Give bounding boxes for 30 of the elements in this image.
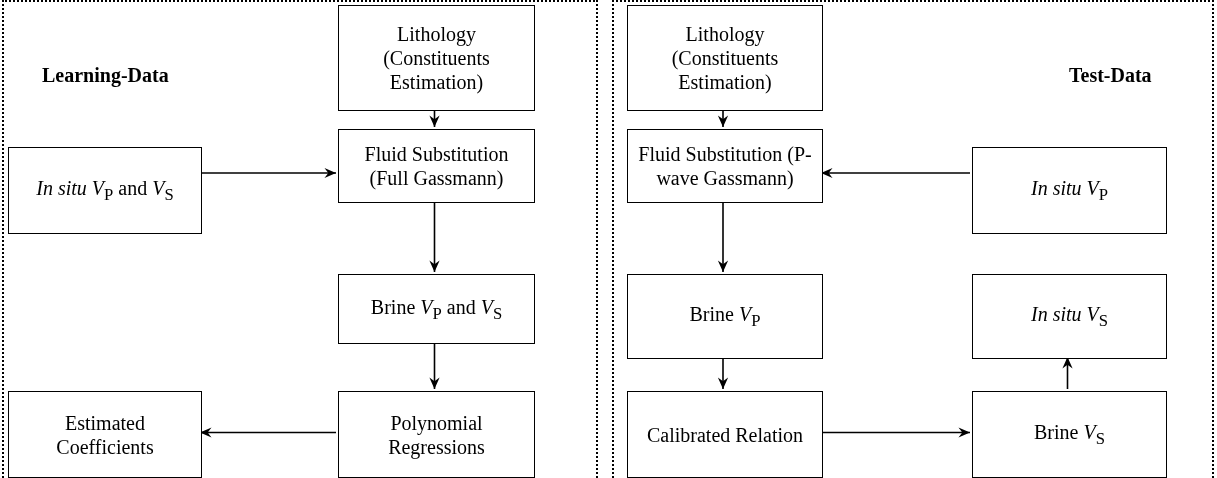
box-label: Fluid Substitution (Full Gassmann) — [363, 142, 510, 190]
box-label: Fluid Substitution (P-wave Gassmann) — [638, 142, 812, 190]
process-box — [338, 5, 535, 111]
process-box — [8, 147, 202, 234]
process-box — [627, 274, 823, 359]
process-box — [338, 129, 535, 203]
process-box — [627, 5, 823, 111]
box-label: In situ V$_{S}$ — [1030, 302, 1108, 331]
panel-frame — [612, 0, 1214, 478]
process-box — [338, 274, 535, 344]
box-label: Calibrated Relation — [646, 422, 804, 447]
process-box — [8, 391, 202, 478]
box-label: In situ V$_{P}$ — [1030, 176, 1108, 205]
box-label: Brine V$_{P}$ and V$_{S}$ — [370, 294, 503, 324]
box-label: Lithology (Constituents Estimation) — [670, 22, 780, 94]
process-box — [972, 147, 1167, 234]
box-label: Estimated Coefficients — [55, 410, 155, 459]
process-box — [627, 129, 823, 203]
box-label: Lithology (Constituents Estimation) — [382, 22, 491, 94]
process-box — [627, 391, 823, 478]
panel-frame — [2, 0, 598, 478]
process-box — [338, 391, 535, 478]
panel-heading: Learning-Data — [42, 64, 169, 87]
panel-heading: Test-Data — [1069, 64, 1152, 87]
process-box — [972, 391, 1167, 478]
box-label: Brine V$_{P}$ — [689, 302, 761, 331]
box-label: Brine V$_{S}$ — [1034, 420, 1105, 449]
process-box — [972, 274, 1167, 359]
box-label: Polynomial Regressions — [387, 410, 486, 459]
box-label: In situ V$_{P}$ and V$_{S}$ — [36, 176, 174, 205]
